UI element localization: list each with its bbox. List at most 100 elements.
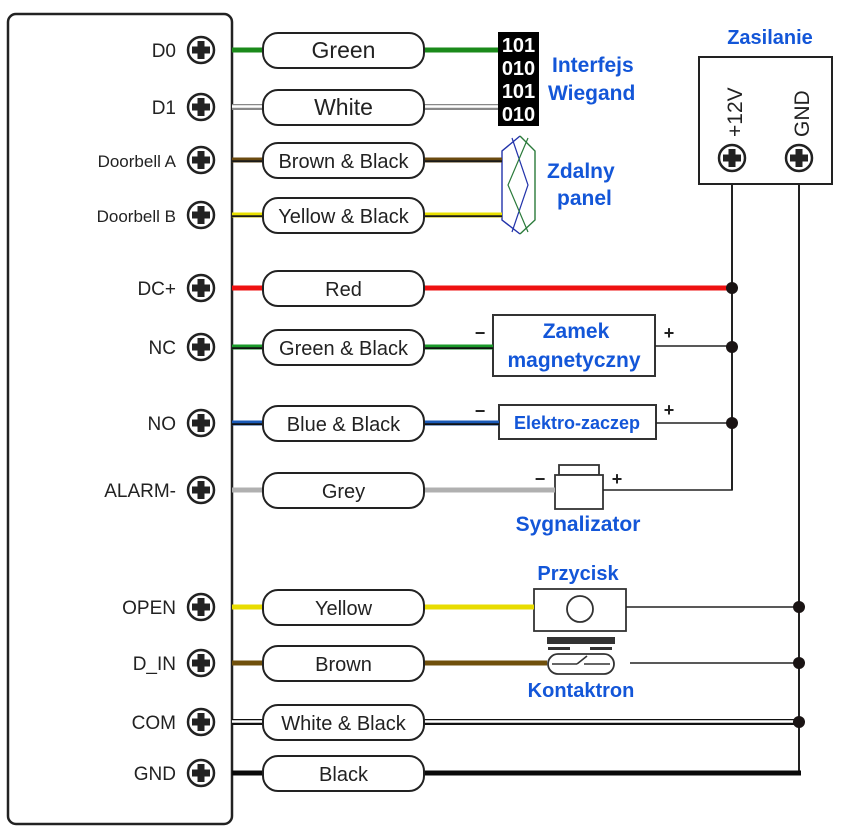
buzzer-body bbox=[554, 474, 604, 510]
screw-terminal-icon bbox=[186, 332, 216, 362]
terminal-label: NO bbox=[148, 414, 177, 435]
junctions bbox=[726, 282, 805, 776]
buzzer-plus: + bbox=[612, 469, 623, 489]
screw-terminal-icon bbox=[186, 758, 216, 788]
wire-color-label: Yellow & Black bbox=[262, 197, 425, 234]
electric-strike-label: Elektro-zaczep bbox=[514, 413, 640, 433]
magnetic-lock-plus: + bbox=[664, 323, 675, 343]
terminal-label: D1 bbox=[152, 98, 176, 119]
wire-color-text: Yellow bbox=[315, 598, 373, 620]
magnetic-lock-box bbox=[492, 314, 656, 377]
terminal-open: OPEN bbox=[122, 592, 216, 622]
terminal-alarm-minus: ALARM- bbox=[104, 475, 216, 505]
junction-dot bbox=[726, 282, 738, 294]
wire-color-text: Green bbox=[312, 37, 376, 63]
buzzer-minus: − bbox=[535, 469, 546, 489]
wire-d1: White bbox=[232, 89, 498, 126]
electric-strike-minus: − bbox=[475, 401, 486, 421]
wiegand-bits-1: 101 bbox=[502, 35, 535, 57]
terminal-label: COM bbox=[132, 713, 176, 734]
power-gnd-label: GND bbox=[791, 90, 814, 137]
reed-switch: Kontaktron bbox=[528, 637, 799, 702]
terminal-label: Doorbell A bbox=[98, 152, 177, 171]
screw-terminal-icon bbox=[186, 92, 216, 122]
terminal-dc-plus: DC+ bbox=[137, 273, 216, 303]
terminal-d0: D0 bbox=[152, 35, 216, 65]
electric-strike-box bbox=[498, 404, 657, 440]
screw-terminal-icon bbox=[186, 273, 216, 303]
remote-panel: Zdalny panel bbox=[501, 135, 615, 235]
wire-color-label: White bbox=[262, 89, 425, 126]
terminal-label: GND bbox=[134, 764, 176, 785]
wire-color-label: Green & Black bbox=[262, 329, 425, 366]
wiegand-bits-2: 010 bbox=[502, 58, 535, 80]
terminal-d1: D1 bbox=[152, 92, 216, 122]
terminal-label: OPEN bbox=[122, 598, 176, 619]
wire-color-text: Brown & Black bbox=[278, 151, 409, 173]
controller-box bbox=[6, 12, 234, 826]
exit-button-circle bbox=[566, 595, 594, 623]
wire-color-text: Red bbox=[325, 279, 362, 301]
screw-terminal-icon bbox=[186, 648, 216, 678]
remote-panel-label-2: panel bbox=[557, 187, 612, 210]
terminal-nc: NC bbox=[149, 332, 216, 362]
terminal-gnd: GND bbox=[134, 758, 216, 788]
screw-terminal-icon bbox=[186, 145, 216, 175]
exit-button: Przycisk bbox=[533, 563, 799, 632]
terminal-com: COM bbox=[132, 707, 216, 737]
screw-terminal-icon bbox=[186, 35, 216, 65]
screw-terminal-icon bbox=[186, 475, 216, 505]
terminal-label: ALARM- bbox=[104, 481, 176, 502]
buzzer-label: Sygnalizator bbox=[516, 513, 641, 536]
terminal-label: Doorbell B bbox=[97, 207, 176, 226]
screw-terminal-icon bbox=[186, 408, 216, 438]
screw-terminal-icon bbox=[186, 592, 216, 622]
wire-color-text: Yellow & Black bbox=[278, 206, 409, 228]
reed-magnet bbox=[547, 637, 615, 644]
wire-color-text: Grey bbox=[322, 481, 365, 503]
wire-d-in: Brown bbox=[232, 645, 547, 682]
wiegand-interface: 101 010 101 010 Interfejs Wiegand bbox=[498, 32, 635, 126]
wire-color-label: White & Black bbox=[262, 704, 425, 741]
wire-color-text: Green & Black bbox=[279, 338, 409, 360]
wiegand-label-2: Wiegand bbox=[548, 82, 635, 105]
wire-color-label: Brown bbox=[262, 645, 425, 682]
electric-strike-plus: + bbox=[664, 400, 675, 420]
wiegand-label-1: Interfejs bbox=[552, 54, 634, 77]
power-plus-screw-icon bbox=[717, 143, 747, 173]
screw-terminal-icon bbox=[186, 707, 216, 737]
terminal-d-in: D_IN bbox=[133, 648, 216, 678]
wire-color-label: Yellow bbox=[262, 589, 425, 626]
power-supply: Zasilanie +12V GND bbox=[698, 27, 833, 773]
wiegand-bits-3: 101 bbox=[502, 81, 535, 103]
power-title: Zasilanie bbox=[727, 27, 813, 49]
wire-color-text: White bbox=[314, 94, 373, 120]
electric-strike: Elektro-zaczep − + bbox=[475, 400, 732, 440]
terminal-no: NO bbox=[148, 408, 216, 438]
wire-color-text: Brown bbox=[315, 654, 372, 676]
wiegand-bits-4: 010 bbox=[502, 104, 535, 126]
wire-gnd: Black bbox=[232, 755, 799, 792]
wire-color-label: Grey bbox=[262, 472, 425, 509]
wire-color-label: Red bbox=[262, 270, 425, 307]
wire-color-text: Black bbox=[319, 764, 369, 786]
junction-dot bbox=[793, 716, 805, 728]
wire-color-text: White & Black bbox=[281, 713, 406, 735]
remote-panel-icon bbox=[501, 135, 536, 235]
wiegand-block bbox=[498, 32, 539, 126]
terminal-label: D0 bbox=[152, 41, 176, 62]
wire-doorbell-a: Brown & Black bbox=[232, 142, 502, 179]
junction-dot bbox=[793, 601, 805, 613]
terminal-label: DC+ bbox=[137, 279, 176, 300]
power-plus-label: +12V bbox=[724, 87, 747, 137]
screw-terminal-icon bbox=[186, 200, 216, 230]
buzzer-cap bbox=[558, 464, 600, 476]
wire-no: Blue & Black bbox=[232, 405, 499, 442]
terminal-doorbell-b: Doorbell B bbox=[97, 200, 216, 230]
remote-panel-label-1: Zdalny bbox=[547, 160, 615, 183]
wire-d0: Green bbox=[232, 32, 498, 69]
wire-color-label: Blue & Black bbox=[262, 405, 425, 442]
junction-dot bbox=[726, 341, 738, 353]
terminal-doorbell-a: Doorbell A bbox=[98, 145, 216, 175]
